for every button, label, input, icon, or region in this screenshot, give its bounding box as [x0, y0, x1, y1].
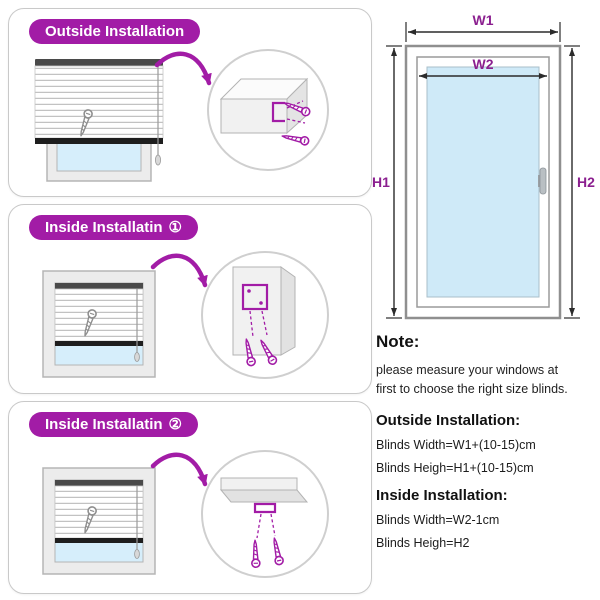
mounting-detail-inside-1	[201, 251, 329, 379]
inside-height-formula: Blinds Heigh=H2	[376, 535, 470, 550]
outside-installation-heading: Outside Installation:	[376, 411, 521, 429]
inside-width-formula: Blinds Width=W2-1cm	[376, 512, 500, 527]
circled-number-icon: ②	[168, 416, 182, 433]
note-body: please measure your windows at first to c…	[376, 361, 598, 400]
panel-inside-installation-2: Inside Installatin ②	[8, 401, 372, 594]
panel-outside-installation: Outside Installation	[8, 8, 372, 197]
panel-title: Inside Installatin	[45, 416, 163, 433]
mounting-detail-inside-2	[201, 450, 329, 578]
w2-label: W2	[473, 56, 494, 72]
note-line-1: please measure your windows at	[376, 363, 559, 377]
curved-arrow-icon	[154, 51, 212, 86]
bracket-icon	[271, 101, 285, 123]
panel-title: Outside Installation	[45, 23, 185, 40]
panel-title-pill: Outside Installation	[29, 19, 201, 44]
panel-title-pill: Inside Installatin ①	[29, 215, 198, 240]
curved-arrow-icon	[150, 253, 208, 288]
mounting-detail-outside	[207, 49, 329, 171]
window-measurement-diagram: W1 W2 H1 H2	[372, 12, 595, 320]
circled-number-icon: ①	[168, 219, 182, 236]
window-glass	[426, 66, 540, 298]
outside-width-formula: Blinds Width=W1+(10-15)cm	[376, 437, 536, 452]
h1-label: H1	[372, 174, 390, 190]
bracket-icon	[241, 283, 269, 311]
inside-bracket-detail	[232, 266, 296, 368]
window-handle	[539, 167, 547, 195]
note-line-2: first to choose the right size blinds.	[376, 382, 568, 397]
w1-label: W1	[473, 12, 494, 28]
blinds-outside-illustration	[19, 39, 169, 189]
ceiling-bracket-detail	[219, 477, 309, 569]
notes-section: Note: please measure your windows at firs…	[376, 332, 598, 559]
screw-icon	[280, 131, 311, 147]
inside-installation-heading: Inside Installation:	[376, 486, 508, 504]
h2-label: H2	[577, 174, 595, 190]
curved-arrow-icon	[150, 452, 208, 487]
screw-icon	[269, 536, 285, 567]
panel-title: Inside Installatin	[45, 219, 163, 236]
panel-inside-installation-1: Inside Installatin ①	[8, 204, 372, 394]
outside-height-formula: Blinds Heigh=H1+(10-15)cm	[376, 460, 534, 475]
screw-icon	[250, 539, 261, 569]
wall-bracket-detail	[219, 77, 312, 147]
note-title: Note:	[376, 332, 420, 351]
bracket-icon	[253, 502, 277, 514]
panel-title-pill: Inside Installatin ②	[29, 412, 198, 437]
